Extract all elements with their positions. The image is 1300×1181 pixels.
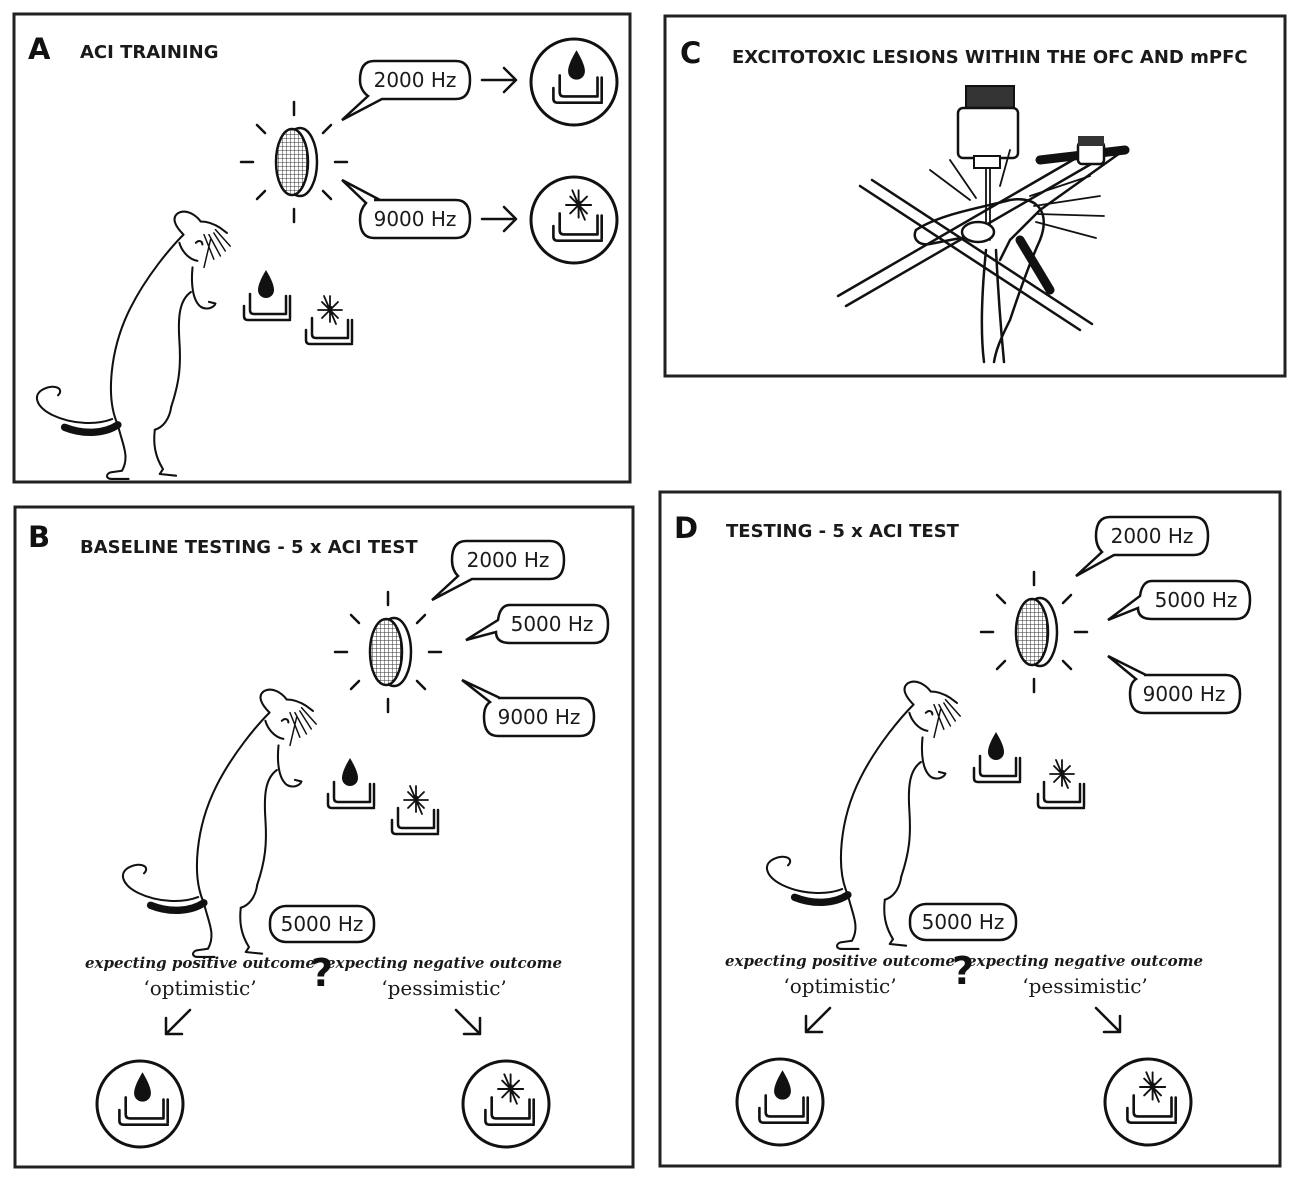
no-reward-circle-icon: [1105, 1059, 1191, 1145]
bubble-2000: 2000 Hz: [341, 59, 472, 122]
panel-b-letter: B: [28, 520, 50, 554]
freq-d-3: 9000 Hz: [1143, 682, 1226, 706]
freq-d-2: 5000 Hz: [1155, 588, 1238, 612]
bubble-d-2000: 2000 Hz: [1075, 515, 1210, 578]
bubble-b-5000: 5000 Hz: [465, 603, 610, 645]
bubble-d-5000: 5000 Hz: [1107, 579, 1252, 622]
freq-d-1: 2000 Hz: [1111, 524, 1194, 548]
freq-b-3: 9000 Hz: [498, 705, 581, 729]
bubble-b-2000: 2000 Hz: [431, 539, 566, 602]
pessimistic-label: ‘pessimistic’: [1022, 974, 1148, 998]
reward-circle-icon: [531, 39, 617, 125]
panel-a-letter: A: [28, 32, 51, 66]
stereotaxic-frame-icon: [836, 85, 1130, 364]
freq-label-high: 2000 Hz: [374, 68, 457, 92]
bubble-9000: 9000 Hz: [341, 178, 472, 240]
panel-b-title: BASELINE TESTING - 5 x ACI TEST: [80, 537, 418, 558]
panel-c: C EXCITOTOXIC LESIONS WITHIN THE OFC AND…: [663, 14, 1287, 378]
panel-a-frame: [12, 12, 632, 484]
probe-label: 5000 Hz: [922, 910, 1005, 934]
arrow-icon: [480, 205, 518, 233]
freq-b-1: 2000 Hz: [467, 548, 550, 572]
arrow-icon: [480, 66, 518, 94]
panel-b: B BASELINE TESTING - 5 x ACI TEST 2000 H…: [13, 505, 635, 1169]
no-reward-circle-icon: [531, 177, 617, 263]
reward-circle-icon: [97, 1061, 183, 1147]
panel-c-title: EXCITOTOXIC LESIONS WITHIN THE OFC AND m…: [732, 47, 1248, 68]
optimistic-label: ‘optimistic’: [783, 974, 896, 998]
question-mark: ?: [311, 951, 333, 995]
panel-d-letter: D: [674, 511, 698, 545]
panel-a: A ACI TRAINING 2000 Hz 9000 Hz: [12, 12, 632, 484]
arrow-icon: [164, 1008, 192, 1036]
question-mark: ?: [952, 949, 974, 993]
reward-circle-icon: [737, 1059, 823, 1145]
negative-label: expecting negative outcome: [326, 954, 562, 972]
panel-d-title: TESTING - 5 x ACI TEST: [726, 521, 960, 542]
arrow-icon: [1094, 1006, 1122, 1034]
panel-a-title: ACI TRAINING: [80, 42, 218, 63]
no-reward-circle-icon: [463, 1061, 549, 1147]
pessimistic-label: ‘pessimistic’: [381, 976, 507, 1000]
freq-b-2: 5000 Hz: [511, 612, 594, 636]
probe-tone-badge: 5000 Hz: [908, 902, 1018, 942]
arrow-icon: [804, 1006, 832, 1034]
panel-d: D TESTING - 5 x ACI TEST 2000 Hz 5000 Hz…: [658, 490, 1282, 1168]
bubble-d-9000: 9000 Hz: [1107, 654, 1242, 715]
bubble-b-9000: 9000 Hz: [461, 678, 596, 738]
positive-label: expecting positive outcome: [725, 952, 955, 970]
optimistic-label: ‘optimistic’: [143, 976, 256, 1000]
arrow-icon: [454, 1008, 482, 1036]
panel-c-letter: C: [680, 36, 701, 70]
probe-tone-badge: 5000 Hz: [268, 904, 376, 944]
freq-label-low: 9000 Hz: [374, 207, 457, 231]
negative-label: expecting negative outcome: [967, 952, 1203, 970]
probe-label: 5000 Hz: [281, 912, 364, 936]
positive-label: expecting positive outcome: [85, 954, 315, 972]
